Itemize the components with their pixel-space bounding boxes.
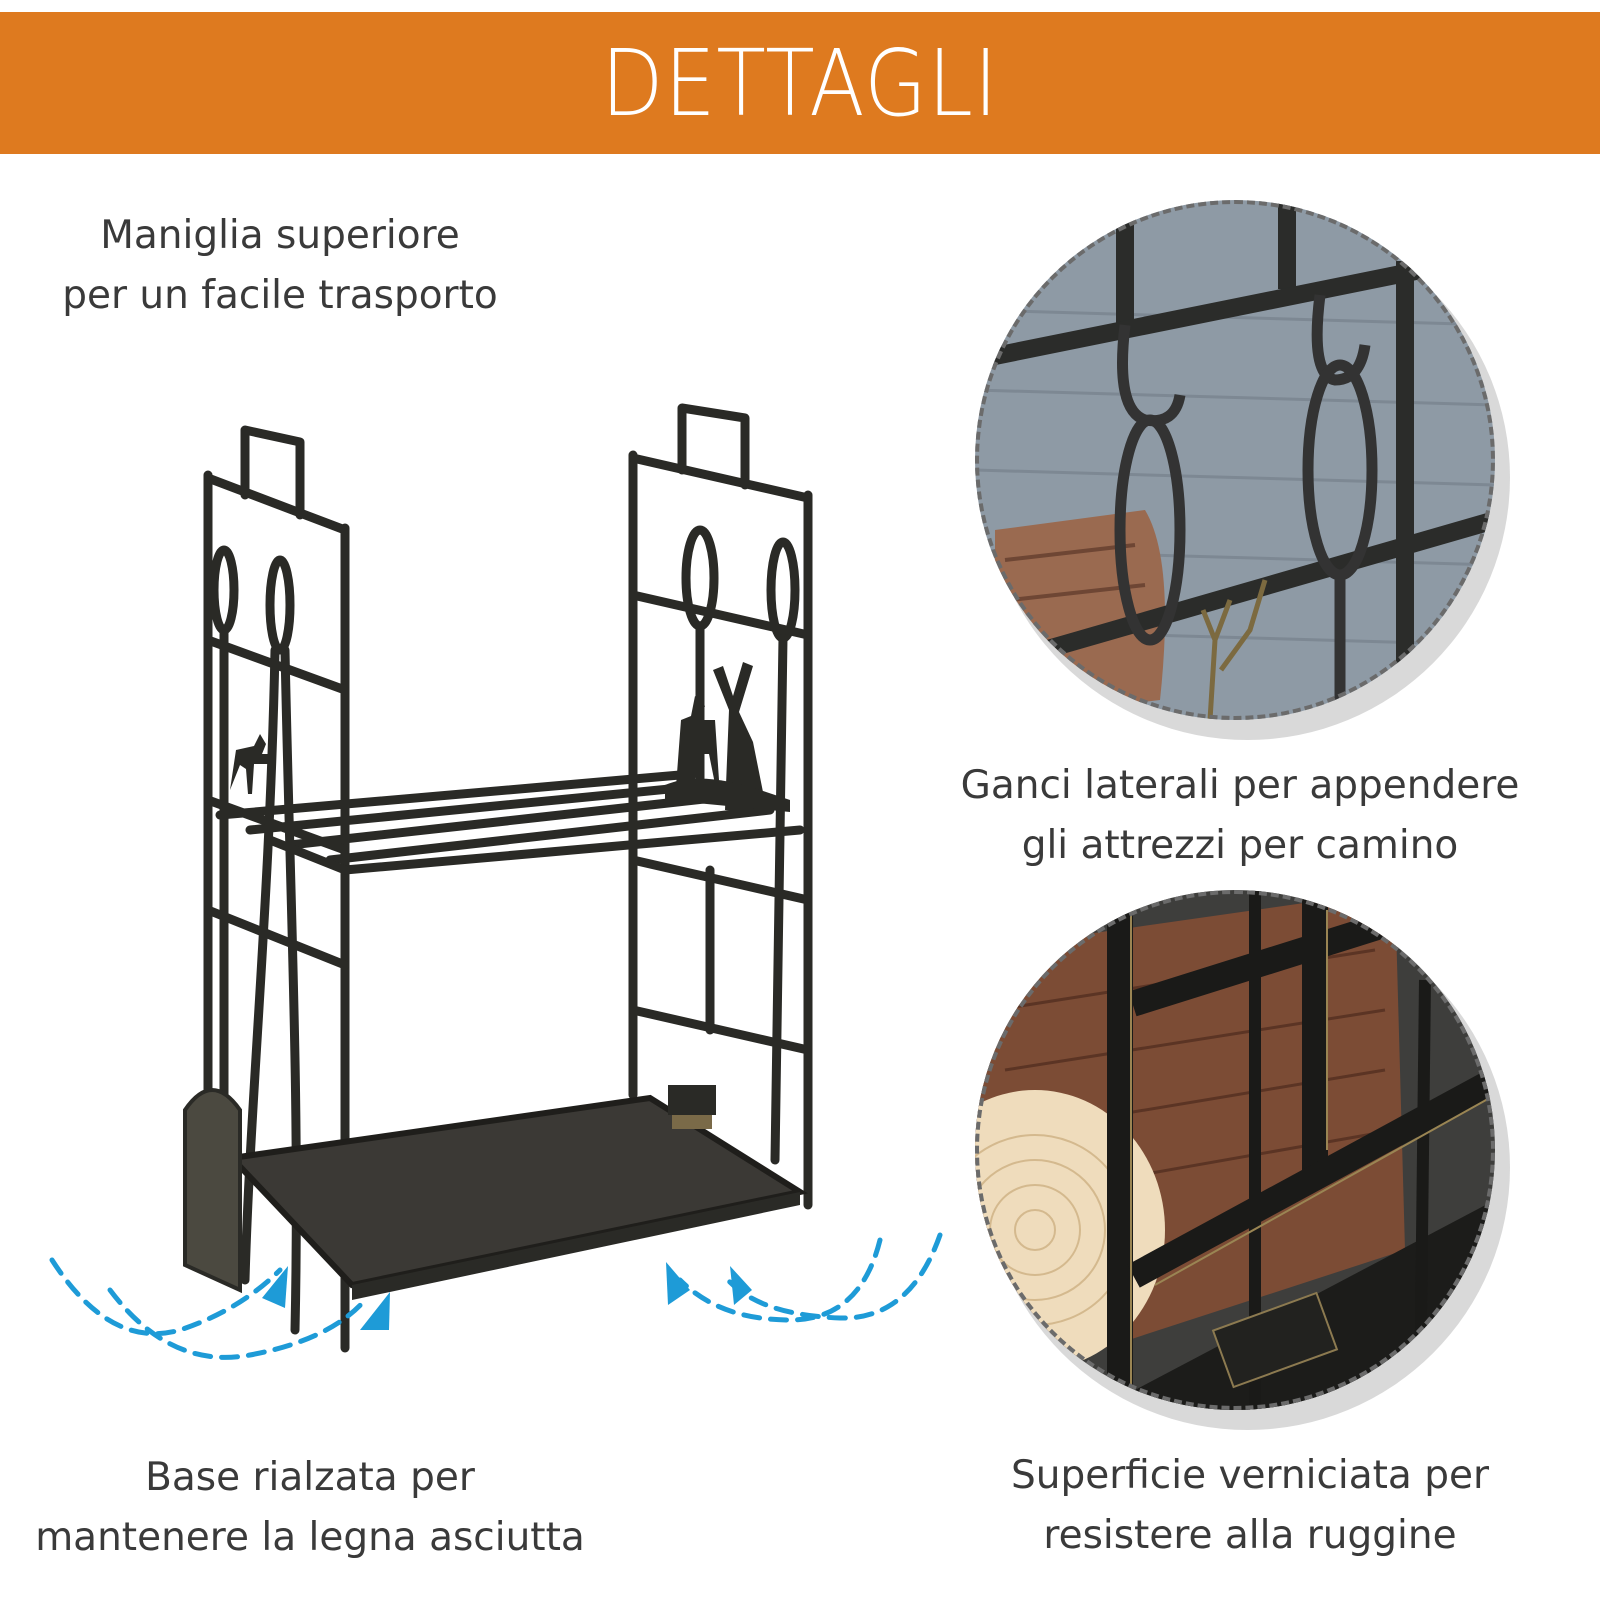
caption-coating: Superficie verniciata per resistere alla…	[980, 1446, 1520, 1566]
caption-hooks: Ganci laterali per appendere gli attrezz…	[940, 756, 1540, 876]
detail-circle-border	[975, 890, 1495, 1410]
detail-circle-border	[975, 200, 1495, 720]
caption-line: mantenere la legna asciutta	[35, 1515, 585, 1560]
arrow-head	[360, 1292, 390, 1330]
caption-line: resistere alla ruggine	[1043, 1513, 1457, 1558]
caption-line: per un facile trasporto	[62, 273, 498, 318]
caption-line: Superficie verniciata per	[1010, 1453, 1490, 1498]
arrow-head	[730, 1266, 752, 1305]
caption-raised-base: Base rialzata per mantenere la legna asc…	[20, 1448, 600, 1568]
header-banner: DETTAGLI	[0, 12, 1600, 154]
product-image-firewood-rack	[183, 403, 813, 1353]
caption-line: Ganci laterali per appendere	[960, 763, 1520, 808]
caption-line: gli attrezzi per camino	[1021, 823, 1459, 868]
arrow-head	[262, 1266, 288, 1308]
caption-line: Base rialzata per	[145, 1455, 475, 1500]
arrow-head	[666, 1262, 690, 1305]
caption-handle: Maniglia superiore per un facile traspor…	[20, 206, 540, 326]
airflow-arrows	[49, 1232, 943, 1360]
banner-title: DETTAGLI	[601, 29, 999, 137]
caption-line: Maniglia superiore	[100, 213, 460, 258]
